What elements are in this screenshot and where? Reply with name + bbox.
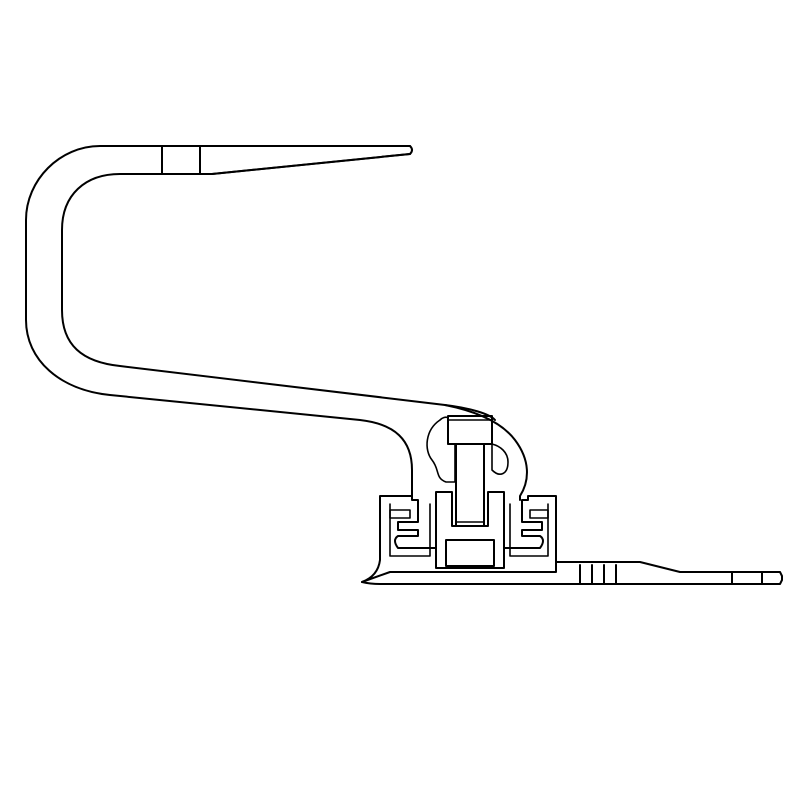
- clamp-cutaway: [426, 416, 509, 483]
- base-plate: [361, 561, 783, 585]
- rail-left-slot: [389, 509, 411, 519]
- rail-left-wall: [389, 503, 431, 557]
- clamp-assembly: [426, 404, 528, 527]
- rail-outer-contour: [361, 491, 557, 583]
- bolt-shaft: [455, 443, 485, 527]
- roof-hook-inner-edge: [61, 145, 496, 421]
- rail-inner-channel: [435, 547, 505, 569]
- rail-right-slot: [529, 509, 549, 519]
- roof-hook-outer-edge: [25, 145, 413, 497]
- rail-center-cavity: [445, 539, 495, 567]
- mounting-rail: [361, 491, 557, 583]
- roof-hook-tip-taper: [211, 153, 411, 175]
- rail-bottom-edge: [361, 561, 557, 583]
- base-plate-outline: [361, 561, 783, 585]
- rail-right-wall: [509, 503, 549, 557]
- roof-hook: [25, 145, 496, 497]
- clamp-jaw-outline: [444, 404, 528, 501]
